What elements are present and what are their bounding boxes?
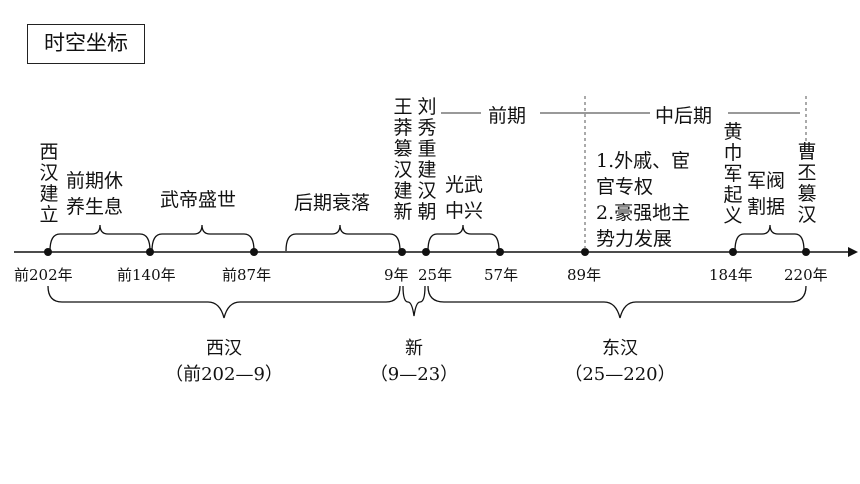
dot-9ad bbox=[398, 248, 406, 256]
span-wudi: 武帝盛世 bbox=[160, 189, 237, 211]
span-haoqiang-line2: 势力发展 bbox=[596, 228, 673, 250]
span-junfa-line1: 军阀 bbox=[747, 170, 786, 192]
tick-label: 220年 bbox=[784, 266, 828, 284]
dot-202bc bbox=[44, 248, 52, 256]
span-waiqi-line1: 1.外戚、宦 bbox=[596, 150, 691, 172]
section-title: 时空坐标 bbox=[27, 24, 145, 64]
timeline-arrowhead bbox=[848, 247, 858, 257]
dot-87bc bbox=[250, 248, 258, 256]
span-haoqiang-line1: 2.豪强地主 bbox=[596, 202, 691, 224]
brace-wudi bbox=[151, 224, 255, 252]
tick-label: 9年 bbox=[384, 266, 409, 284]
tick-label: 89年 bbox=[567, 266, 602, 284]
event-wangmang: 王 莽 篡 汉 建 新 bbox=[393, 96, 413, 223]
brace-xin bbox=[402, 285, 426, 317]
period-zhonghouqi: 中后期 bbox=[655, 105, 713, 127]
dot-184ad bbox=[729, 248, 737, 256]
span-houqi: 后期衰落 bbox=[294, 192, 371, 214]
dot-89ad bbox=[581, 248, 589, 256]
dynasty-xin-name: 新 bbox=[405, 338, 423, 359]
period-qianqi: 前期 bbox=[488, 105, 527, 127]
tick-label: 184年 bbox=[709, 266, 753, 284]
brace-houqi bbox=[285, 224, 401, 252]
tick-label: 25年 bbox=[418, 266, 453, 284]
tick-label: 57年 bbox=[484, 266, 519, 284]
dot-220ad bbox=[802, 248, 810, 256]
brace-yangsheng bbox=[49, 224, 151, 252]
dot-57ad bbox=[496, 248, 504, 256]
event-xihan-jianli: 西 汉 建 立 bbox=[39, 141, 59, 226]
dynasty-donghan-range: （25—220） bbox=[564, 364, 676, 385]
event-huangjin: 黄 巾 军 起 义 bbox=[723, 121, 743, 227]
span-guangwu-line1: 光武 bbox=[445, 174, 484, 196]
span-waiqi-line2: 官专权 bbox=[596, 176, 654, 198]
brace-guangwu bbox=[427, 224, 500, 252]
brace-junfa bbox=[734, 224, 805, 252]
event-liuxiu: 刘 秀 重 建 汉 朝 bbox=[417, 96, 437, 223]
brace-xihan bbox=[47, 285, 401, 319]
dynasty-xin-range: （9—23） bbox=[369, 364, 459, 385]
span-yangsheng-line1: 前期休 bbox=[66, 170, 124, 192]
dynasty-xihan-range: （前202—9） bbox=[165, 364, 283, 385]
span-yangsheng-line2: 养生息 bbox=[66, 196, 124, 218]
span-guangwu-line2: 中兴 bbox=[445, 200, 484, 222]
dot-25ad bbox=[422, 248, 430, 256]
tick-label: 前202年 bbox=[14, 266, 73, 284]
brace-donghan bbox=[427, 285, 807, 319]
tick-label: 前87年 bbox=[222, 266, 272, 284]
span-junfa-line2: 割据 bbox=[747, 196, 786, 218]
dynasty-donghan-name: 东汉 bbox=[602, 338, 638, 359]
dynasty-xihan-name: 西汉 bbox=[206, 338, 242, 359]
tick-label: 前140年 bbox=[117, 266, 176, 284]
event-caopi: 曹 丕 篡 汉 bbox=[797, 141, 817, 226]
